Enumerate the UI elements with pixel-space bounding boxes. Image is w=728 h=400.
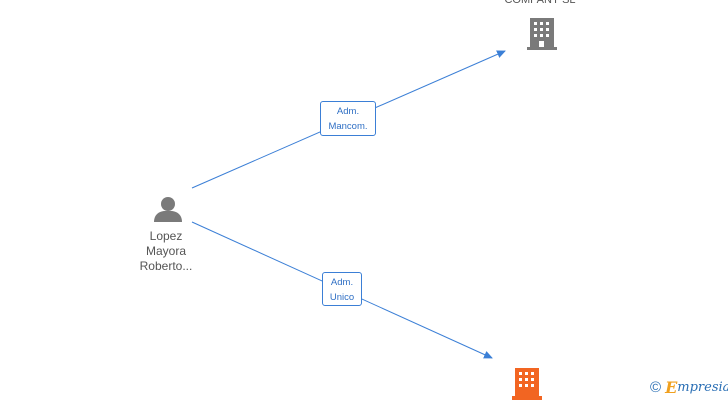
edge-label-adm-unico[interactable]: Adm. Unico [322,272,362,306]
person-name-line: Lopez [149,229,183,243]
edge-label-adm-mancom[interactable]: Adm. Mancom. [320,101,376,136]
edge-label-line: Adm. [336,106,360,117]
person-name-line: Mayora [145,244,186,258]
edge-label-line: Mancom. [328,121,368,132]
edge-label-line: Unico [329,292,355,303]
person-name-label[interactable]: Lopez Mayora Roberto... [118,229,214,274]
person-name-line: Roberto... [139,259,193,273]
empresia-watermark: © E mpresia [650,378,728,397]
building-windows [519,372,534,387]
person-icon[interactable] [154,197,182,222]
building-windows [534,22,549,47]
brand-logo-initial: E [665,378,678,397]
company-top-label[interactable]: COMPANY SL [504,0,576,6]
edge-label-line: Adm. [330,277,354,288]
brand-logo-text: mpresia [677,380,728,395]
copyright-icon: © [650,379,662,396]
